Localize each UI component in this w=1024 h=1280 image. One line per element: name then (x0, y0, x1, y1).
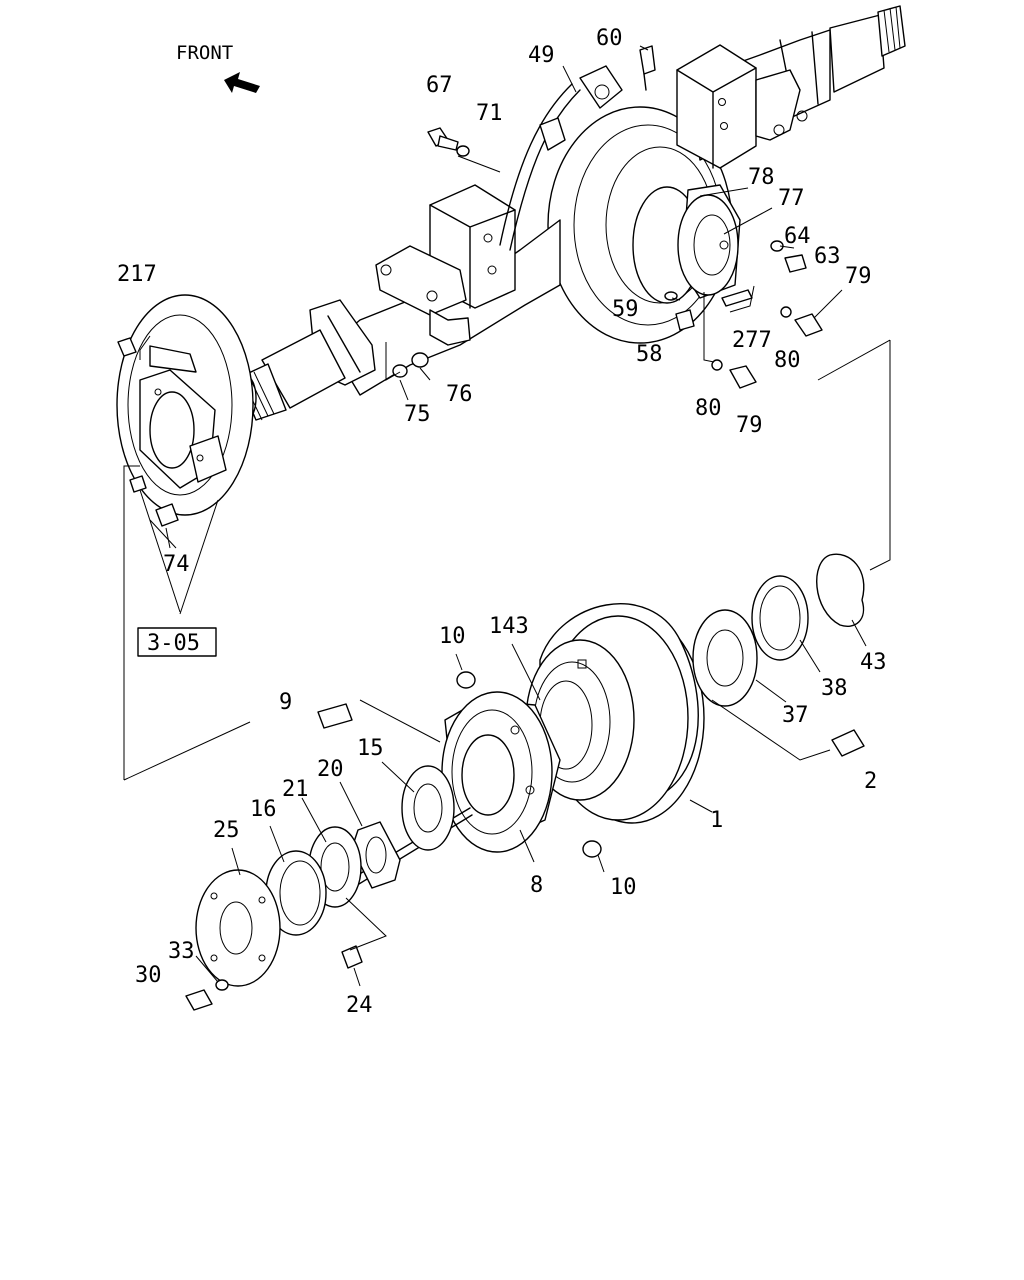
group-reference-box[interactable] (137, 627, 217, 657)
washer-80-right-icon (780, 306, 792, 318)
bolt-24-icon (341, 945, 363, 969)
nut-10-lower-icon (582, 840, 602, 858)
callout-143[interactable]: 143 (489, 614, 529, 639)
group-reference-label[interactable]: 3-05 (147, 631, 200, 656)
plate-277-icon (721, 289, 753, 307)
wheel-hub (441, 691, 561, 853)
callout-16[interactable]: 16 (250, 797, 277, 822)
callout-60[interactable]: 60 (596, 26, 623, 51)
brake-backing-plate (116, 294, 254, 516)
callout-labels: 60 49 67 71 78 77 64 63 79 59 58 277 80 … (117, 26, 887, 1018)
callout-25[interactable]: 25 (213, 818, 240, 843)
breather-hose (499, 65, 623, 251)
nut-76-icon (411, 352, 429, 368)
callout-24[interactable]: 24 (346, 993, 373, 1018)
callout-43[interactable]: 43 (860, 650, 887, 675)
callout-76[interactable]: 76 (446, 382, 473, 407)
callout-80-lower[interactable]: 80 (695, 396, 722, 421)
callout-8[interactable]: 8 (530, 873, 543, 898)
bolt-2-icon (831, 729, 865, 757)
bolt-217-icon (117, 337, 137, 357)
callout-10-upper[interactable]: 10 (439, 624, 466, 649)
callout-2[interactable]: 2 (864, 769, 877, 794)
callout-33[interactable]: 33 (168, 939, 195, 964)
bolt-79-upper-icon (794, 313, 823, 337)
callout-75[interactable]: 75 (404, 402, 431, 427)
callout-10-lower[interactable]: 10 (610, 875, 637, 900)
callout-79-upper[interactable]: 79 (845, 264, 872, 289)
washer-33-icon (215, 979, 229, 991)
bolt-30-icon (185, 989, 213, 1011)
callout-58[interactable]: 58 (636, 342, 663, 367)
callout-15[interactable]: 15 (357, 736, 384, 761)
leader-lines (123, 45, 891, 987)
callout-79-lower[interactable]: 79 (736, 413, 763, 438)
callout-49[interactable]: 49 (528, 43, 555, 68)
washer-80-lower-icon (711, 359, 723, 371)
bolt-79-lower-icon (729, 365, 757, 389)
callout-30[interactable]: 30 (135, 963, 162, 988)
breather-plug-icon (639, 45, 656, 91)
callout-71[interactable]: 71 (476, 101, 503, 126)
snap-ring-43 (816, 553, 865, 627)
callout-63[interactable]: 63 (814, 244, 841, 269)
spacer-38 (751, 575, 809, 661)
front-arrow-icon (224, 72, 260, 93)
bearing-15 (401, 765, 455, 851)
callout-217[interactable]: 217 (117, 262, 157, 287)
hub-flange-25 (195, 869, 281, 987)
callout-64[interactable]: 64 (784, 224, 811, 249)
callout-9[interactable]: 9 (279, 690, 292, 715)
callout-21[interactable]: 21 (282, 777, 309, 802)
callout-74[interactable]: 74 (163, 552, 190, 577)
callout-59[interactable]: 59 (612, 297, 639, 322)
front-label: FRONT (176, 42, 233, 64)
callout-20[interactable]: 20 (317, 757, 344, 782)
bolt-63-icon (784, 254, 807, 273)
washer-71-icon (456, 145, 470, 157)
stud-9-icon (317, 703, 353, 729)
callout-67[interactable]: 67 (426, 73, 453, 98)
bolt-67-icon (427, 127, 459, 151)
callout-80-right[interactable]: 80 (774, 348, 801, 373)
callout-1[interactable]: 1 (710, 808, 723, 833)
callout-78[interactable]: 78 (748, 165, 775, 190)
axle-housing (235, 5, 906, 421)
bearing-37 (692, 609, 758, 707)
brake-drum (525, 603, 705, 824)
callout-77[interactable]: 77 (778, 186, 805, 211)
callout-37[interactable]: 37 (782, 703, 809, 728)
plug-58-icon (675, 309, 695, 331)
bolt-74-icon (129, 475, 179, 527)
callout-277[interactable]: 277 (732, 328, 772, 353)
callout-38[interactable]: 38 (821, 676, 848, 701)
nut-10-upper-icon (456, 671, 476, 689)
